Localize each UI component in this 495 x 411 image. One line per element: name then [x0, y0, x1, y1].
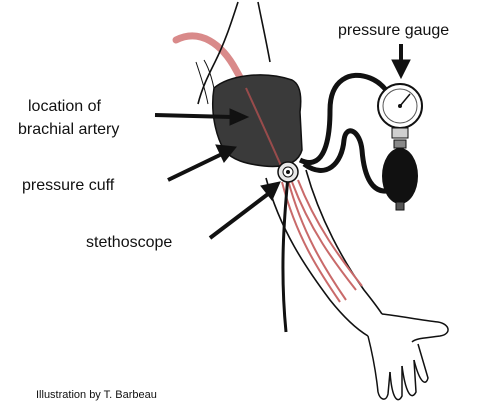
forearm-arteries [282, 180, 362, 302]
label-location-line2: brachial artery [18, 121, 119, 138]
hand [368, 314, 448, 400]
cuff-arrow [168, 154, 222, 180]
gauge-arrowhead [392, 60, 410, 78]
squeeze-bulb [382, 140, 418, 210]
artery-arrow [155, 115, 232, 117]
label-location-line1: location of [28, 98, 101, 115]
cuff-tube [300, 75, 395, 162]
label-pressure-gauge: pressure gauge [338, 22, 449, 39]
label-stethoscope: stethoscope [86, 234, 172, 251]
illustration-credit: Illustration by T. Barbeau [36, 389, 157, 401]
stethoscope-tube [283, 176, 288, 332]
label-pressure-cuff: pressure cuff [22, 177, 115, 194]
pressure-gauge [378, 84, 422, 138]
stethoscope-head [278, 162, 298, 182]
stethoscope-arrow [210, 194, 268, 238]
